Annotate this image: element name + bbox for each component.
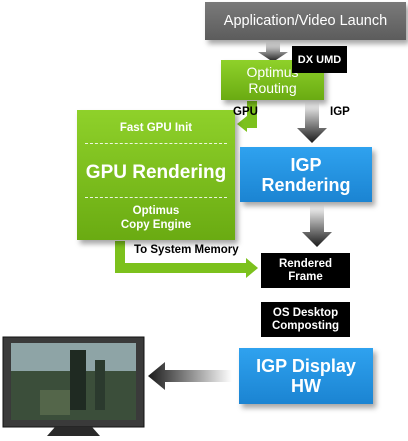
gpu-edge-label: GPU: [233, 106, 258, 118]
rendered-frame: Rendered Frame: [261, 253, 350, 288]
optimus-copy-engine: Optimus Copy Engine: [120, 205, 192, 231]
divider: [85, 143, 227, 144]
application-video-launch: Application/Video Launch: [205, 2, 406, 40]
arrow-display-to-monitor: [148, 362, 232, 390]
arrow-routing-to-igp: [297, 102, 327, 143]
igp-display-hw: IGP Display HW: [239, 348, 373, 404]
dx-umd-badge: DX UMD: [292, 46, 347, 73]
arrow-gpu-to-memory: [115, 241, 246, 273]
os-desktop-composting: OS Desktop Composting: [261, 302, 350, 337]
arrow-igp-to-frame: [302, 205, 332, 247]
arrow-launch-to-routing: [258, 42, 288, 62]
gpu-rendering-block: Fast GPU Init GPU Rendering Optimus Copy…: [77, 110, 235, 240]
arrow-routing-to-gpu-head: [237, 116, 247, 132]
monitor-icon: [2, 336, 145, 436]
fast-gpu-init: Fast GPU Init: [119, 122, 193, 134]
to-system-memory-label: To System Memory: [134, 244, 239, 256]
arrow-gpu-to-memory-head: [246, 258, 258, 278]
arrow-routing-to-gpu: [246, 101, 257, 128]
gpu-rendering-title: GPU Rendering: [85, 162, 227, 183]
divider: [85, 197, 227, 198]
igp-rendering: IGP Rendering: [240, 147, 372, 202]
igp-edge-label: IGP: [330, 106, 350, 118]
